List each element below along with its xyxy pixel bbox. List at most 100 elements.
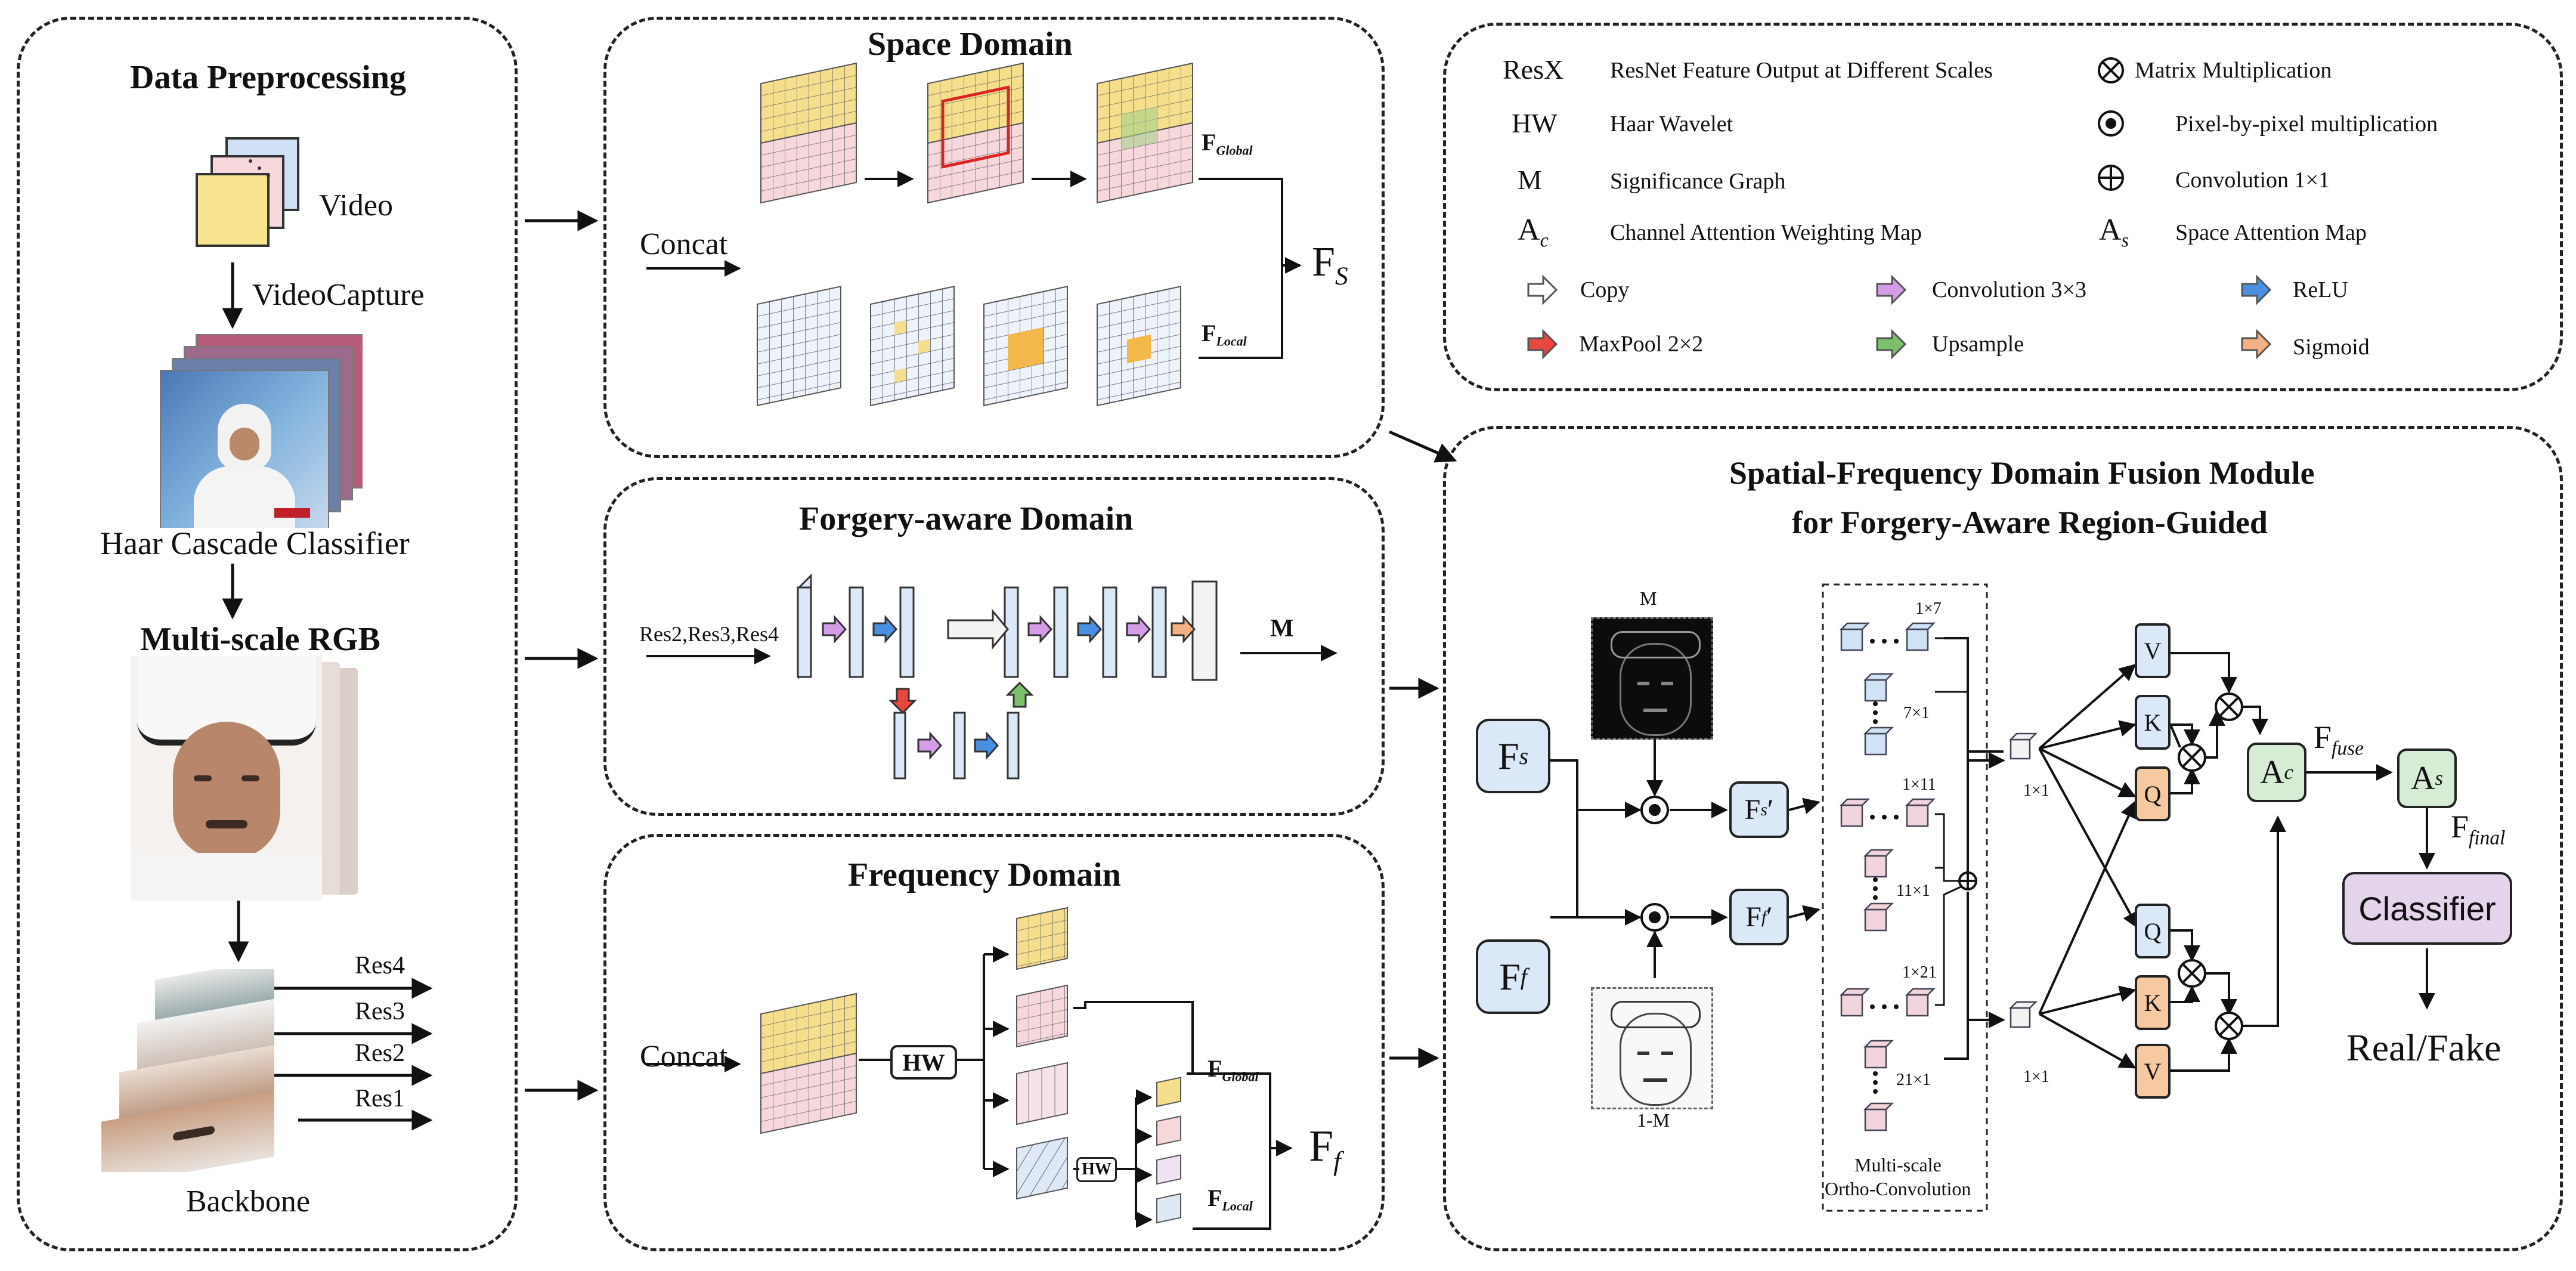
- fusion-title-line2: for Forgery-Aware Region-Guided: [1792, 505, 2268, 540]
- top-v-box: V: [2135, 623, 2171, 678]
- pool-label-bottom: 1×1: [2023, 1068, 2049, 1086]
- legend-matmul-text: Matrix Multiplication: [2135, 58, 2332, 83]
- fusion-operator-nodes: [1640, 692, 2243, 1040]
- space-concat-label: Concat: [640, 227, 728, 261]
- legend-panel: [1443, 23, 2563, 391]
- backbone-features-image: [95, 969, 298, 1172]
- frequency-grids: [760, 907, 1181, 1224]
- haar-wavelet-small-box: HW: [1076, 1157, 1117, 1182]
- ortho-conv-label-line2: Ortho-Convolution: [1825, 1178, 1971, 1199]
- frequency-concat-label: Concat: [640, 1040, 728, 1074]
- ortho-conv-dots: [1870, 639, 1899, 1094]
- video-label: Video: [319, 188, 393, 222]
- top-q-box: Q: [2135, 766, 2171, 821]
- legend-as-text: Space Attention Map: [2175, 220, 2367, 245]
- legend-ac-text: Channel Attention Weighting Map: [1610, 220, 1922, 245]
- kernel-label-1x11: 1×11: [1902, 775, 1936, 794]
- fusion-title-line1: Spatial-Frequency Domain Fusion Module: [1729, 455, 2315, 491]
- multiscale-rgb-title: Multi-scale RGB: [140, 621, 380, 658]
- inverse-m-map-label: 1-M: [1637, 1109, 1670, 1131]
- ortho-conv-to-sum: [1935, 637, 1968, 1006]
- res2-label: Res2: [355, 1040, 405, 1067]
- legend-hw-symbol: HW: [1512, 108, 1558, 138]
- res3-label: Res3: [355, 998, 405, 1025]
- space-grids: [757, 62, 1193, 407]
- preprocess-panel: [17, 17, 518, 1251]
- bottom-k-box: K: [2135, 975, 2171, 1030]
- preprocess-title: Data Preprocessing: [130, 59, 406, 96]
- space-fglobal-label: FGlobal: [1202, 129, 1253, 158]
- fusion-module-panel: [1443, 426, 2563, 1251]
- m-map-label: M: [1640, 587, 1657, 609]
- f-fuse-label: Ffuse: [2314, 719, 2364, 760]
- face-crop-stack: [131, 656, 370, 907]
- fusion-lines: [1550, 637, 2435, 1072]
- res4-label: Res4: [355, 952, 405, 979]
- legend-resx-symbol: ResX: [1503, 54, 1564, 85]
- legend-m-text: Significance Graph: [1610, 169, 1786, 194]
- ortho-conv-container: [1822, 583, 1988, 1212]
- space-fs-output: FS: [1312, 239, 1348, 291]
- forgery-domain-panel: [603, 477, 1385, 816]
- kernel-label-1x21: 1×21: [1902, 963, 1937, 982]
- legend-pixelmul-text: Pixel-by-pixel multiplication: [2175, 112, 2438, 137]
- video-frames-image: [160, 334, 363, 528]
- legend-resx-text: ResNet Feature Output at Different Scale…: [1610, 58, 1993, 83]
- f-final-label: Ffinal: [2451, 809, 2506, 849]
- frequency-arrows: [646, 946, 1293, 1230]
- legend-arrow-icons: [1527, 274, 2272, 360]
- forgery-input-label: Res2,Res3,Res4: [639, 622, 779, 646]
- legend-relu-text: ReLU: [2293, 277, 2348, 302]
- legend-sigmoid-text: Sigmoid: [2293, 335, 2370, 360]
- kernel-label-1x7: 1×7: [1915, 599, 1942, 618]
- space-domain-title: Space Domain: [868, 26, 1073, 63]
- classifier-box: Classifier: [2342, 872, 2512, 945]
- ortho-conv-label-line1: Multi-scale: [1854, 1154, 1942, 1176]
- legend-copy-text: Copy: [1580, 277, 1630, 302]
- ortho-conv-cubes: [1839, 622, 2038, 1131]
- space-flocal-label: FLocal: [1202, 320, 1247, 349]
- kernel-label-11x1: 11×1: [1896, 882, 1930, 900]
- res1-label: Res1: [355, 1085, 405, 1112]
- forgery-unet: [646, 573, 1337, 780]
- backbone-label: Backbone: [186, 1185, 310, 1219]
- forgery-m-output: M: [1270, 615, 1294, 642]
- top-k-box: K: [2135, 695, 2171, 750]
- frequency-domain-title: Frequency Domain: [848, 856, 1121, 893]
- frequency-fglobal-label: FGlobal: [1208, 1055, 1259, 1084]
- video-stack-icon: [196, 137, 299, 247]
- space-domain-panel: [603, 17, 1385, 458]
- real-fake-output: Real/Fake: [2346, 1026, 2501, 1069]
- legend-hw-text: Haar Wavelet: [1610, 112, 1733, 137]
- bottom-q-box: Q: [2135, 904, 2171, 958]
- kernel-label-21x1: 21×1: [1896, 1071, 1931, 1089]
- legend-as-symbol: As: [2099, 213, 2129, 251]
- frequency-flocal-label: FLocal: [1208, 1185, 1253, 1214]
- legend-conv3x3-text: Convolution 3×3: [1932, 277, 2086, 302]
- space-arrows: [646, 171, 1302, 359]
- frequency-ff-output: Ff: [1309, 1122, 1341, 1177]
- legend-operator-icons: [2098, 57, 2124, 191]
- inverse-significance-map-image: [1591, 987, 1713, 1109]
- legend-maxpool-text: MaxPool 2×2: [1579, 332, 1704, 357]
- bottom-v-box: V: [2135, 1044, 2171, 1099]
- haar-classifier-label: Haar Cascade Classifier: [100, 525, 410, 561]
- videocapture-label: VideoCapture: [252, 278, 425, 312]
- haar-wavelet-box: HW: [890, 1045, 957, 1080]
- significance-map-image: [1591, 617, 1713, 740]
- frequency-domain-panel: [603, 834, 1385, 1251]
- pool-label-top: 1×1: [2023, 781, 2049, 800]
- kernel-label-7x1: 7×1: [1903, 704, 1930, 722]
- legend-ac-symbol: Ac: [1518, 213, 1549, 251]
- legend-m-symbol: M: [1518, 165, 1542, 195]
- forgery-domain-title: Forgery-aware Domain: [799, 500, 1134, 537]
- legend-conv1x1-text: Convolution 1×1: [2175, 168, 2330, 193]
- legend-upsample-text: Upsample: [1932, 332, 2024, 357]
